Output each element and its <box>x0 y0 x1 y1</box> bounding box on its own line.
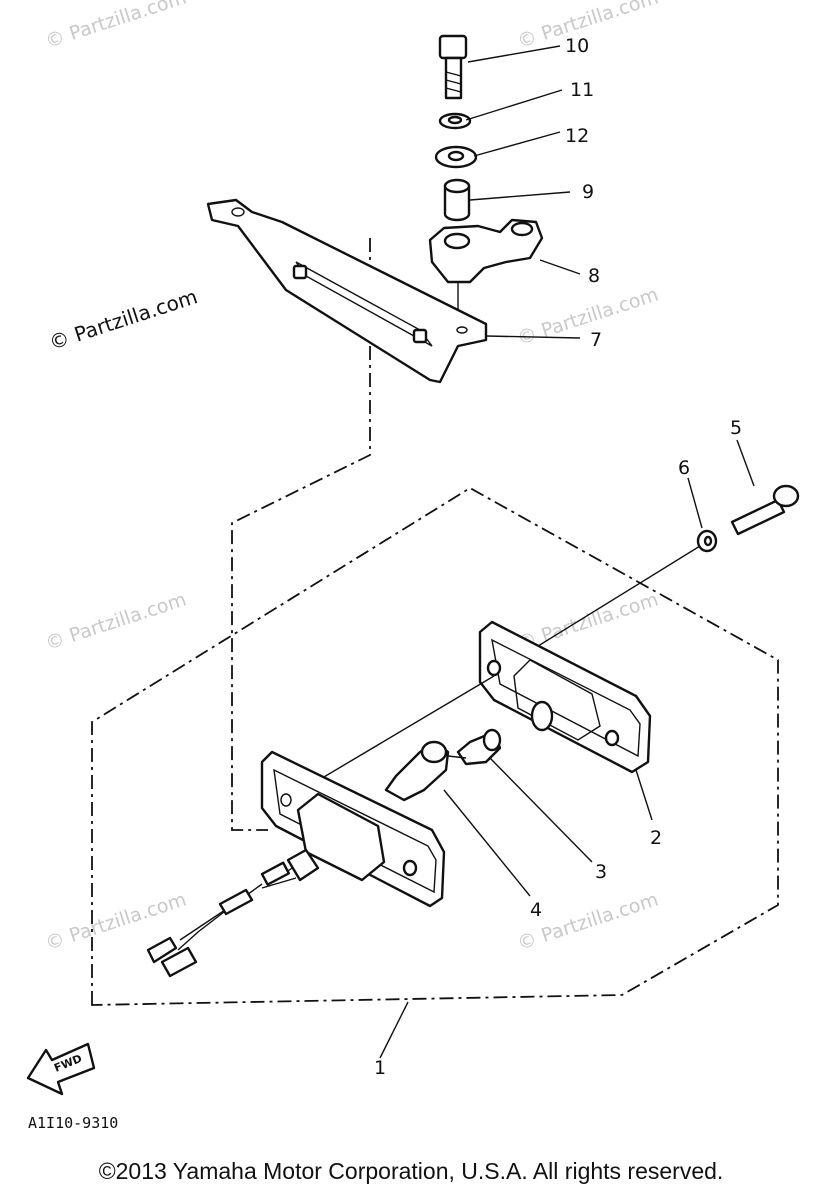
callout-12: 12 <box>565 125 589 147</box>
collar-part-9 <box>443 178 471 222</box>
callout-6: 6 <box>678 457 690 479</box>
watermark-prominent: © Partzilla.com <box>46 284 200 355</box>
socket-part-4 <box>384 740 450 802</box>
washer-part-6 <box>696 529 718 553</box>
figure-code: A1I10-9310 <box>28 1114 118 1132</box>
callout-10: 10 <box>565 35 589 57</box>
callout-2: 2 <box>650 827 662 849</box>
forward-arrow-icon: FWD <box>26 1042 96 1096</box>
callout-1: 1 <box>374 1057 386 1079</box>
lens-axis-line <box>301 675 495 791</box>
watermark: © Partzilla.com <box>43 589 189 655</box>
callout-8: 8 <box>588 265 600 287</box>
callout-3: 3 <box>595 861 607 883</box>
parts-diagram: © Partzilla.com © Partzilla.com © Partzi… <box>26 0 800 1132</box>
washer-part-12 <box>434 145 478 169</box>
leader-lines <box>379 45 755 1059</box>
housing-base <box>260 750 446 908</box>
callout-9: 9 <box>582 181 594 203</box>
callouts: 10 11 12 9 8 7 5 6 2 3 4 1 <box>374 35 742 1079</box>
assembly-boundary <box>91 486 779 1006</box>
copyright-footer: ©2013 Yamaha Motor Corporation, U.S.A. A… <box>98 1158 724 1184</box>
wiring-harness <box>146 861 297 978</box>
lock-washer-part-11 <box>438 112 472 130</box>
screw-part-5 <box>730 484 800 536</box>
callout-11: 11 <box>570 79 594 101</box>
watermark: © Partzilla.com <box>43 0 189 53</box>
bulb-axis-line <box>447 755 467 759</box>
mounting-reference-line <box>231 238 371 831</box>
bulb-part-3 <box>456 728 502 766</box>
bolt-part-10 <box>438 34 468 100</box>
lever-part-8 <box>428 218 544 318</box>
callout-5: 5 <box>730 417 742 439</box>
callout-4: 4 <box>530 899 542 921</box>
lens-part-2 <box>478 620 652 774</box>
callout-7: 7 <box>590 329 602 351</box>
bracket-part-7 <box>206 198 488 384</box>
watermark: © Partzilla.com <box>515 284 661 350</box>
